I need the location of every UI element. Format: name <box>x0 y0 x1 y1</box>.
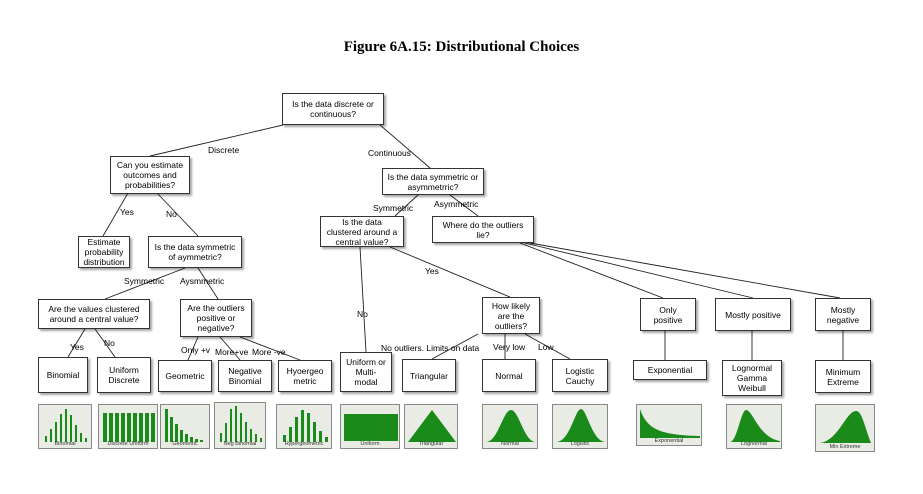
thumbnail-neg-binomial: Neg Binomial <box>214 402 266 449</box>
node-continuous-symmetric: Is the data symmetric or asymmetrric? <box>382 168 484 195</box>
thumbnail-lognormal-caption: Lognormal <box>741 441 767 447</box>
label-no-clustered: No <box>104 338 115 348</box>
node-clustered-discrete: Are the values clustered around a centra… <box>38 299 150 329</box>
thumbnail-normal-caption: Normal <box>501 441 519 447</box>
thumbnail-triangular: Triangular <box>404 404 458 449</box>
label-more-negative: More -ve <box>252 347 286 357</box>
node-only-positive: Only positive <box>640 298 696 331</box>
thumbnail-discrete-uniform: Discrete Uniform <box>98 404 158 449</box>
thumbnail-min-extreme-caption: Min Extreme <box>829 444 861 450</box>
logistic-thumb-shape <box>556 409 606 442</box>
exponential-thumb-shape <box>640 409 700 438</box>
label-no-clustered-continuous: No <box>357 309 368 319</box>
thumbnail-hypergeometric: Hypergeometric <box>276 404 332 449</box>
label-yes-clustered: Yes <box>70 342 84 352</box>
label-no-outliers: No outliers. Limits on data <box>381 343 480 353</box>
node-hypergeometric: Hyoergeo metric <box>278 360 332 392</box>
thumbnail-hypergeometric-caption: Hypergeometric <box>284 441 324 447</box>
node-discrete-symmetric: Is the data symmetric of aymmetric? <box>148 236 242 268</box>
lognormal-thumb-shape <box>730 410 780 442</box>
label-yes-estimate: Yes <box>120 207 134 217</box>
discrete-uniform-thumb-shape <box>103 413 155 442</box>
thumbnail-binomial: Binomial <box>38 404 92 449</box>
normal-thumb-shape <box>486 410 536 442</box>
node-mostly-positive: Mostly positive <box>715 298 791 331</box>
thumbnail-neg-binomial-caption: Neg Binomial <box>223 441 257 447</box>
label-more-positive: More+ve <box>215 347 249 357</box>
node-normal: Normal <box>482 359 536 392</box>
thumbnail-normal: Normal <box>482 404 538 449</box>
thumbnail-lognormal: Lognormal <box>726 404 782 449</box>
thumbnail-binomial-caption: Binomial <box>54 441 76 447</box>
label-yes-clustered-continuous: Yes <box>425 266 439 276</box>
thumbnail-geometric-caption: Geometric <box>172 441 198 447</box>
label-only-positive-v: Only +v <box>181 345 211 355</box>
thumbnail-uniform-caption: Uniform <box>360 441 380 447</box>
label-very-low: Very low <box>493 342 526 352</box>
node-binomial: Binomial <box>38 357 88 393</box>
uniform-thumb-shape <box>344 414 398 441</box>
node-root: Is the data discrete or continuous? <box>282 93 384 125</box>
node-clustered-continuous: Is the data clustered around a central v… <box>320 216 404 247</box>
thumbnail-logistic: Logistic <box>552 404 608 449</box>
label-asymmetric-discrete: Aysmmetric <box>180 276 225 286</box>
label-symmetric-continuous: Symmetric <box>373 203 414 213</box>
label-no-estimate: No <box>166 209 177 219</box>
min-extreme-thumb-shape <box>819 411 871 443</box>
node-estimate-probability: Estimate probability distribution <box>78 236 130 268</box>
label-continuous: Continuous <box>368 148 412 158</box>
node-outliers-discrete: Are the outliers positive or negative? <box>180 299 252 337</box>
node-mostly-negative: Mostly negative <box>815 298 871 331</box>
label-discrete: Discrete <box>208 145 240 155</box>
node-triangular: Triangular <box>402 359 456 392</box>
geometric-thumb-shape <box>165 409 203 442</box>
thumbnail-geometric: Geometric <box>160 404 210 449</box>
thumbnail-triangular-caption: Triangular <box>418 441 444 447</box>
hypergeometric-thumb-shape <box>283 410 328 442</box>
label-low: Low <box>538 342 554 352</box>
node-exponential: Exponential <box>633 360 707 380</box>
node-uniform-discrete: Uniform Discrete <box>97 357 151 393</box>
node-where-outliers: Where do the outliers lie? <box>432 216 534 243</box>
thumbnail-exponential: Exponential <box>636 404 702 446</box>
thumbnail-min-extreme: Min Extreme <box>815 404 875 452</box>
thumbnail-uniform: Uniform <box>340 404 400 449</box>
thumbnail-exponential-caption: Exponential <box>654 438 684 444</box>
thumbnail-discrete-uniform-caption: Discrete Uniform <box>107 441 149 447</box>
triangular-thumb-shape <box>408 410 456 442</box>
node-likely-outliers: How likely are the outliers? <box>482 297 540 334</box>
thumbnail-logistic-caption: Logistic <box>570 441 590 447</box>
node-uniform-multimodal: Uniform or Multi- modal <box>340 352 392 392</box>
node-estimate: Can you estimate outcomes and probabilit… <box>110 156 190 194</box>
neg-binomial-thumb-shape <box>220 406 262 442</box>
node-logistic-cauchy: Logistic Cauchy <box>552 359 608 392</box>
node-geometric: Geometric <box>158 360 212 392</box>
node-minimum-extreme: Minimum Extreme <box>815 360 871 393</box>
node-lognormal-gamma-weibull: Lognormal Gamma Weibull <box>722 360 782 396</box>
binomial-thumb-shape <box>45 409 87 442</box>
label-asymmetric-continuous: Asymmetric <box>434 199 479 209</box>
label-symmetric-discrete: Symmetric <box>124 276 165 286</box>
figure-title: Figure 6A.15: Distributional Choices <box>343 39 580 55</box>
node-negative-binomial: Negative Binomial <box>218 360 272 392</box>
